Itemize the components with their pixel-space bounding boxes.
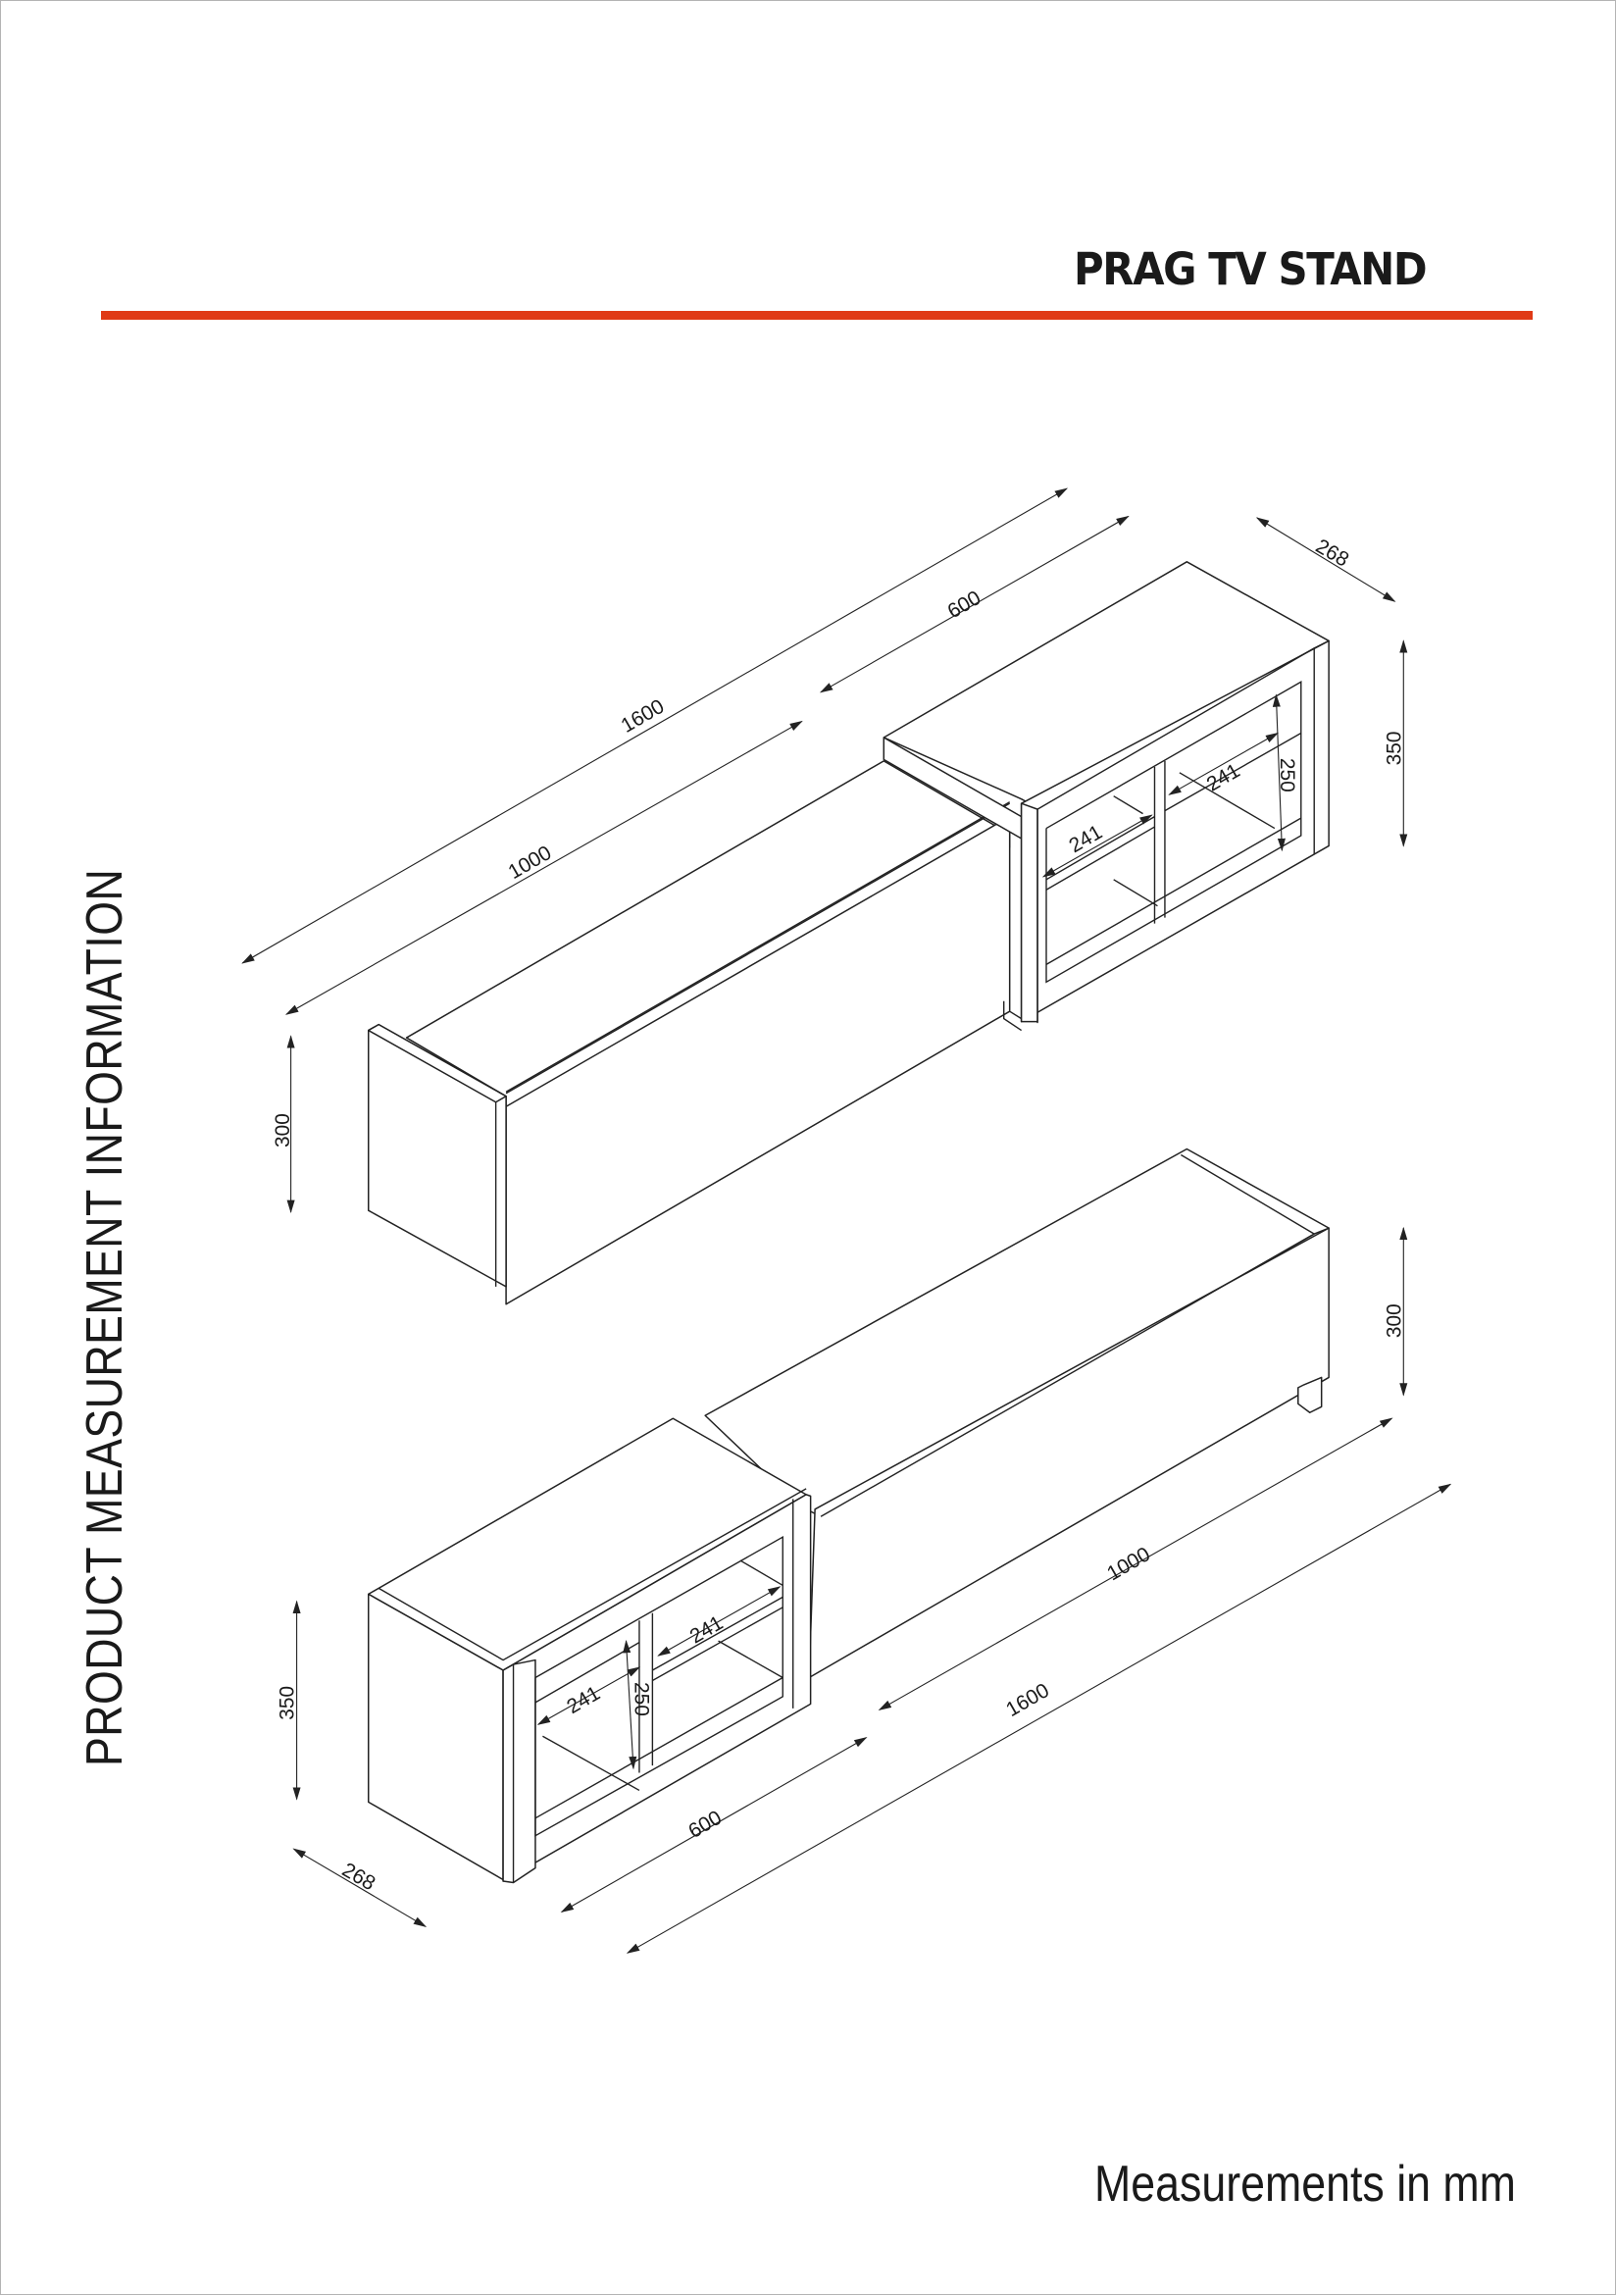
- svg-text:1600: 1600: [618, 695, 669, 738]
- svg-text:268: 268: [1312, 535, 1353, 571]
- units-note: Measurements in mm: [1094, 2156, 1516, 2213]
- page-title: PRAG TV STAND: [1074, 243, 1428, 295]
- bottom-unit-drawing: 300 350 268 1000 1600 600 241 241: [277, 1149, 1452, 1954]
- top-unit-drawing: 1600 1000 600 268 350 300 241 241: [241, 488, 1408, 1304]
- svg-text:250: 250: [1276, 758, 1298, 792]
- bottom-cabinet: [369, 1418, 811, 1882]
- svg-text:268: 268: [338, 1859, 379, 1895]
- svg-text:1000: 1000: [505, 842, 556, 884]
- title-underline-rule: [101, 311, 1533, 320]
- svg-text:350: 350: [277, 1686, 299, 1720]
- svg-text:300: 300: [1383, 1303, 1405, 1338]
- svg-text:250: 250: [630, 1682, 652, 1716]
- svg-text:350: 350: [1383, 731, 1405, 765]
- svg-text:300: 300: [272, 1113, 294, 1148]
- svg-text:600: 600: [943, 587, 985, 623]
- top-shelf-body: [369, 761, 1022, 1304]
- svg-text:1000: 1000: [1103, 1543, 1154, 1585]
